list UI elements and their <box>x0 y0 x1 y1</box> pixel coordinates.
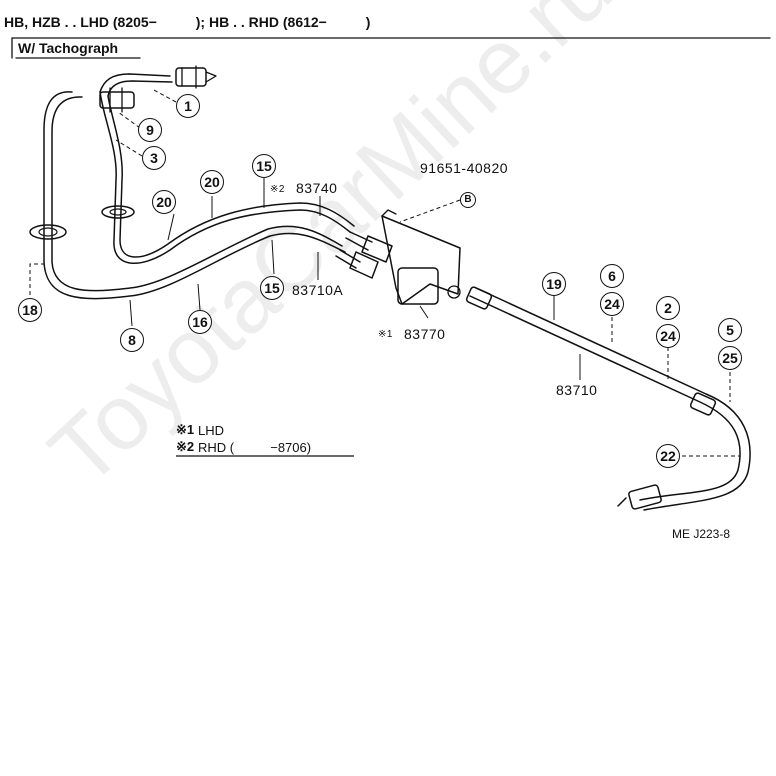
callout-1: 1 <box>176 94 200 118</box>
leader-15b <box>271 239 275 275</box>
callout-5: 5 <box>718 318 742 342</box>
figure-code: ME J223-8 <box>672 527 731 541</box>
cable-83710-2 <box>475 287 751 511</box>
grommet-mid-in <box>109 208 127 216</box>
part-83740: 83740 <box>296 180 338 196</box>
part-83770: 83770 <box>404 326 446 342</box>
callout-19: 19 <box>542 272 566 296</box>
callout-24-b: 24 <box>656 324 680 348</box>
grommet-mid <box>101 205 135 219</box>
bracket-83770 <box>381 215 461 305</box>
connector-83740 <box>345 231 393 263</box>
cable-inner <box>99 91 351 264</box>
connector-22 <box>628 484 662 510</box>
callout-22: 22 <box>656 444 680 468</box>
callout-9: 9 <box>138 118 162 142</box>
leader-20b <box>167 213 175 241</box>
callout-2: 2 <box>656 296 680 320</box>
leader-8 <box>129 299 133 327</box>
legend-mark-1: ※1 <box>176 422 195 437</box>
part-91651-40820: 91651-40820 <box>420 160 509 176</box>
callout-6: 6 <box>600 264 624 288</box>
leader-16 <box>197 283 201 311</box>
connector-83710a <box>335 249 379 279</box>
mark-1-83770: ※1 <box>378 329 393 340</box>
cable-top <box>99 73 171 93</box>
leader-83770 <box>419 305 429 319</box>
variant-label: W/ Tachograph <box>18 40 119 56</box>
cable-outer <box>43 91 346 300</box>
mark-2-83740: ※2 <box>270 184 285 195</box>
part-83710a: 83710A <box>292 282 344 298</box>
legend-rhd: RHD ( −8706) <box>198 440 312 455</box>
model-applicability: HB, HZB . . LHD (8205− ); HB . . RHD (86… <box>4 14 371 30</box>
callout-16: 16 <box>188 310 212 334</box>
cable-outer-inner <box>51 96 343 292</box>
leader-3 <box>115 139 143 157</box>
part-83710: 83710 <box>556 382 598 398</box>
grommet-left <box>29 224 67 240</box>
cable-83710 <box>469 295 741 501</box>
leader-9 <box>117 111 141 129</box>
leader-1 <box>153 89 177 103</box>
callout-8: 8 <box>120 328 144 352</box>
leader-18 <box>29 263 44 302</box>
callout-20: 20 <box>152 190 176 214</box>
callout-25: 25 <box>718 346 742 370</box>
cable-top-2 <box>107 80 173 97</box>
legend-mark-2: ※2 <box>176 439 195 454</box>
callout-24-a: 24 <box>600 292 624 316</box>
legend-lhd: LHD <box>198 423 225 438</box>
variant-bracket <box>11 37 771 59</box>
mark-b: B <box>460 192 476 208</box>
callout-18: 18 <box>18 298 42 322</box>
cable-inner-2 <box>107 95 355 258</box>
callout-20-top: 20 <box>200 170 224 194</box>
bracket-body <box>397 267 439 305</box>
connector-1 <box>175 67 207 87</box>
callout-15-bottom: 15 <box>260 276 284 300</box>
callout-3: 3 <box>142 146 166 170</box>
grommet-left-in <box>38 227 58 237</box>
connector-9 <box>99 91 135 109</box>
leader-b <box>399 199 461 223</box>
callout-15-top: 15 <box>252 154 276 178</box>
